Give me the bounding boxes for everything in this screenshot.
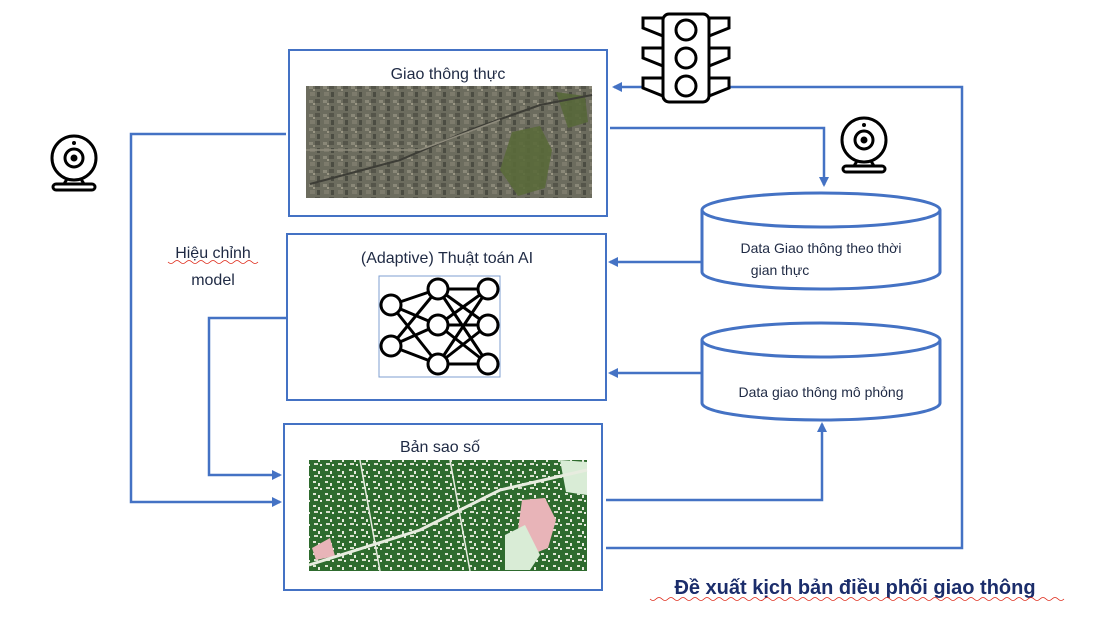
- realtime-db-label-line1: Data Giao thông theo thời: [741, 240, 902, 256]
- proposal-footer: Đề xuất kịch bản điều phối giao thông: [649, 577, 1065, 601]
- arrow-twin-feedback-to-real: [606, 82, 964, 550]
- arrow-twin-to-simulated-db: [606, 422, 827, 502]
- webcam-icon: [50, 134, 98, 192]
- arrow-real-to-realtime-db: [610, 126, 829, 187]
- calibration-label-line2: model: [191, 272, 235, 289]
- digital-twin-map: [308, 459, 588, 572]
- arrow-ai-to-twin: [207, 316, 287, 480]
- simulated-db-label: Data giao thông mô phỏng: [738, 384, 903, 400]
- arrow-real-to-twin: [129, 132, 286, 507]
- ai-algorithm-box: (Adaptive) Thuật toán AI: [286, 233, 607, 401]
- calibration-label-line1: Hiệu chỉnh: [175, 245, 251, 262]
- neural-network-icon: [378, 275, 501, 378]
- digital-twin-title: Bản sao số: [400, 439, 480, 456]
- realtime-data-db: Data Giao thông theo thời gian thực: [700, 191, 942, 291]
- connectors: [129, 82, 964, 550]
- calibration-label: Hiệu chỉnh model: [167, 245, 259, 289]
- satellite-image: [306, 86, 593, 198]
- real-traffic-box: Giao thông thực: [288, 49, 608, 217]
- webcam-icon: [840, 116, 888, 174]
- proposal-footer-text: Đề xuất kịch bản điều phối giao thông: [674, 577, 1035, 599]
- simulated-data-db: Data giao thông mô phỏng: [700, 321, 942, 422]
- traffic-light-icon: [641, 12, 731, 104]
- realtime-db-label-line2: gian thực: [751, 262, 809, 278]
- ai-algorithm-title: (Adaptive) Thuật toán AI: [361, 250, 533, 267]
- real-traffic-title: Giao thông thực: [391, 66, 506, 83]
- digital-twin-box: Bản sao số: [283, 423, 603, 591]
